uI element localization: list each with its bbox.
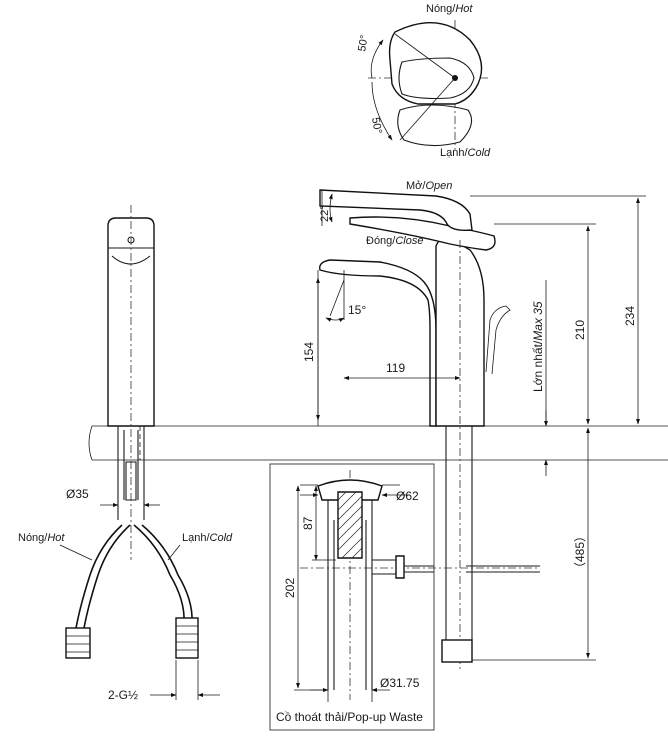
popup-waste: Ø62 87 202 Ø31.75 Cồ thoát thải/Pop-up W… <box>269 463 435 731</box>
dim-shank-diameter: Ø35 <box>66 487 89 501</box>
dim-202: 202 <box>283 578 297 598</box>
dim-spout-height: 154 <box>302 342 316 362</box>
front-view-faucet: Ø35 <box>66 205 160 560</box>
top-angle-lower: 50° <box>369 116 384 134</box>
dim-210: 210 <box>573 320 587 340</box>
top-view: 50° 50° Nóng/Hot Lạnh/Cold <box>356 3 491 159</box>
dim-flange-diameter: Ø62 <box>396 489 419 503</box>
top-angle-upper: 50° <box>356 34 371 52</box>
top-cold-label: Lạnh/Cold <box>440 147 491 159</box>
dim-reach: 119 <box>386 361 405 375</box>
open-label: Mở/Open <box>406 180 452 192</box>
hose-cold-label: Lạnh/Cold <box>182 532 233 544</box>
dim-234: 234 <box>623 306 637 326</box>
waste-caption: Cồ thoát thải/Pop-up Waste <box>276 710 423 724</box>
close-label: Đóng/Close <box>366 235 423 247</box>
dim-87: 87 <box>301 516 315 530</box>
dim-max-thickness: Lớn nhất/Max 35 <box>531 301 545 392</box>
lever-angle: 22° <box>319 205 331 222</box>
hose-hot-label: Nóng/Hot <box>18 532 65 544</box>
top-hot-label: Nóng/Hot <box>426 3 473 15</box>
dim-thread: 2-G½ <box>108 688 138 702</box>
countertop-section <box>88 425 668 461</box>
dim-485: （485） <box>573 530 587 574</box>
dim-tailpiece-diameter: Ø31.75 <box>380 676 420 690</box>
side-view-faucet: 22° Mở/Open Đóng/Close 15° 154 119 Lớn n… <box>300 180 646 670</box>
supply-hoses: Nóng/Hot Lạnh/Cold 2-G½ <box>18 524 233 702</box>
spout-angle: 15° <box>348 303 366 317</box>
